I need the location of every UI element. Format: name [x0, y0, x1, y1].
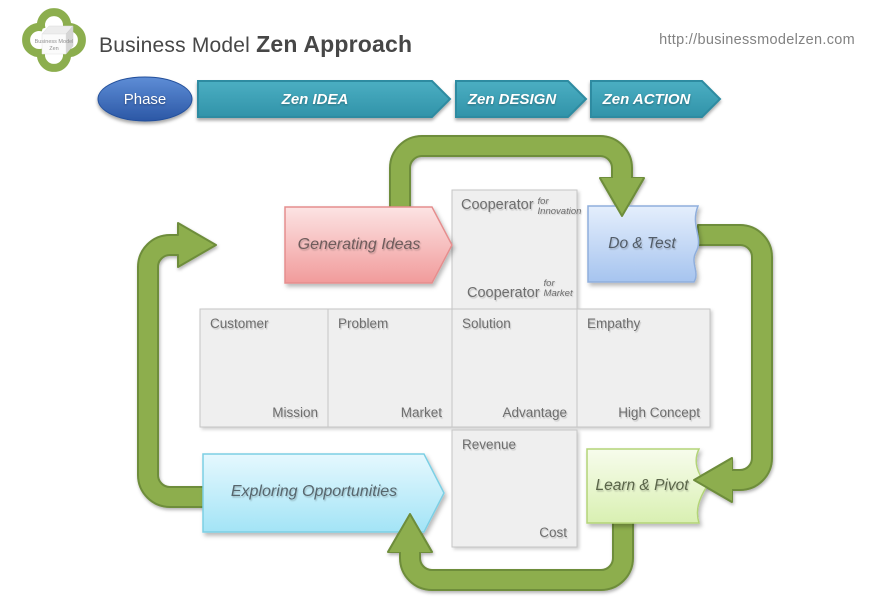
generating-ideas-shape — [284, 206, 453, 284]
phase-ellipse — [97, 76, 193, 122]
phase-step-zen-design-shape — [455, 80, 588, 118]
solution-advantage-box — [451, 308, 578, 428]
cell-high-concept-label: High Concept — [618, 405, 700, 420]
cooperator-top-innovation: Innovation — [537, 206, 582, 218]
cell-customer-mission: Customer Mission — [200, 309, 328, 427]
website-url: http://businessmodelzen.com — [659, 32, 855, 48]
cell-solution-label: Solution — [462, 316, 511, 331]
generating-ideas-label: Generating Ideas — [297, 236, 421, 253]
cell-advantage-label: Advantage — [502, 405, 567, 420]
cooperator-bottom-for: for — [543, 278, 555, 289]
flow-arrow-left-icon — [137, 222, 217, 508]
customer-mission-box — [199, 308, 329, 428]
revenue-cost-box — [451, 429, 578, 548]
arrowhead-left-icon — [693, 457, 733, 503]
exploring-opportunities-label: Exploring Opportunities — [230, 483, 398, 500]
learn-and-pivot-label: Learn & Pivot — [595, 477, 689, 494]
flow-arrow-top-icon — [389, 135, 645, 223]
phase-badge: Phase — [123, 90, 167, 108]
cooperator-bottom-market: Market — [543, 288, 573, 300]
do-and-test-shape — [587, 205, 700, 283]
page-title-bold: Zen Approach — [256, 31, 413, 57]
cooperator-top-for: for — [537, 196, 549, 207]
cell-problem-label: Problem — [338, 316, 389, 331]
cell-cost-label: Cost — [539, 525, 567, 540]
cell-empathy-highconcept: Empathy High Concept — [577, 309, 710, 427]
logo-text-line2: Zen — [49, 46, 58, 52]
page-title: Business Model Zen Approach — [99, 31, 412, 58]
cooperator-bottom-text: Cooperator — [467, 284, 540, 301]
page-title-regular: Business Model — [99, 34, 251, 57]
exploring-opportunities-shape — [202, 453, 445, 533]
do-and-test-label: Do & Test — [608, 235, 676, 252]
phase-step-zen-design: Zen DESIGN — [467, 90, 557, 108]
cell-problem-market: Problem Market — [328, 309, 452, 427]
phase-step-zen-idea-shape — [197, 80, 452, 118]
cooperator-top-text: Cooperator — [461, 197, 534, 213]
cooperator-market-label: Cooperator for Market — [467, 278, 573, 301]
arrowhead-up-icon — [387, 513, 433, 553]
problem-market-box — [327, 308, 453, 428]
phase-step-zen-action: Zen ACTION — [602, 90, 691, 108]
cooperator-box — [451, 189, 578, 310]
cell-market-label: Market — [400, 405, 442, 420]
logo-text-line1: Business Model — [35, 39, 74, 45]
cooperator-innovation-label: Cooperator for Innovation — [461, 196, 582, 218]
empathy-highconcept-box — [576, 308, 711, 428]
cell-mission-label: Mission — [272, 405, 318, 420]
business-model-zen-logo-icon: Business Model Zen — [22, 8, 86, 72]
cell-solution-advantage: Solution Advantage — [452, 309, 577, 427]
flow-arrow-right-icon — [693, 224, 773, 503]
cell-customer-label: Customer — [210, 316, 269, 331]
cell-revenue-cost: Revenue Cost — [452, 430, 577, 547]
flow-arrow-bottom-icon — [387, 513, 634, 591]
cell-empathy-label: Empathy — [587, 316, 641, 331]
arrowhead-down-icon — [599, 177, 645, 217]
phase-step-zen-idea: Zen IDEA — [281, 90, 349, 108]
phase-step-zen-action-shape — [590, 80, 722, 118]
cell-revenue-label: Revenue — [462, 437, 517, 452]
logo-cube-icon: Business Model Zen — [35, 25, 74, 55]
